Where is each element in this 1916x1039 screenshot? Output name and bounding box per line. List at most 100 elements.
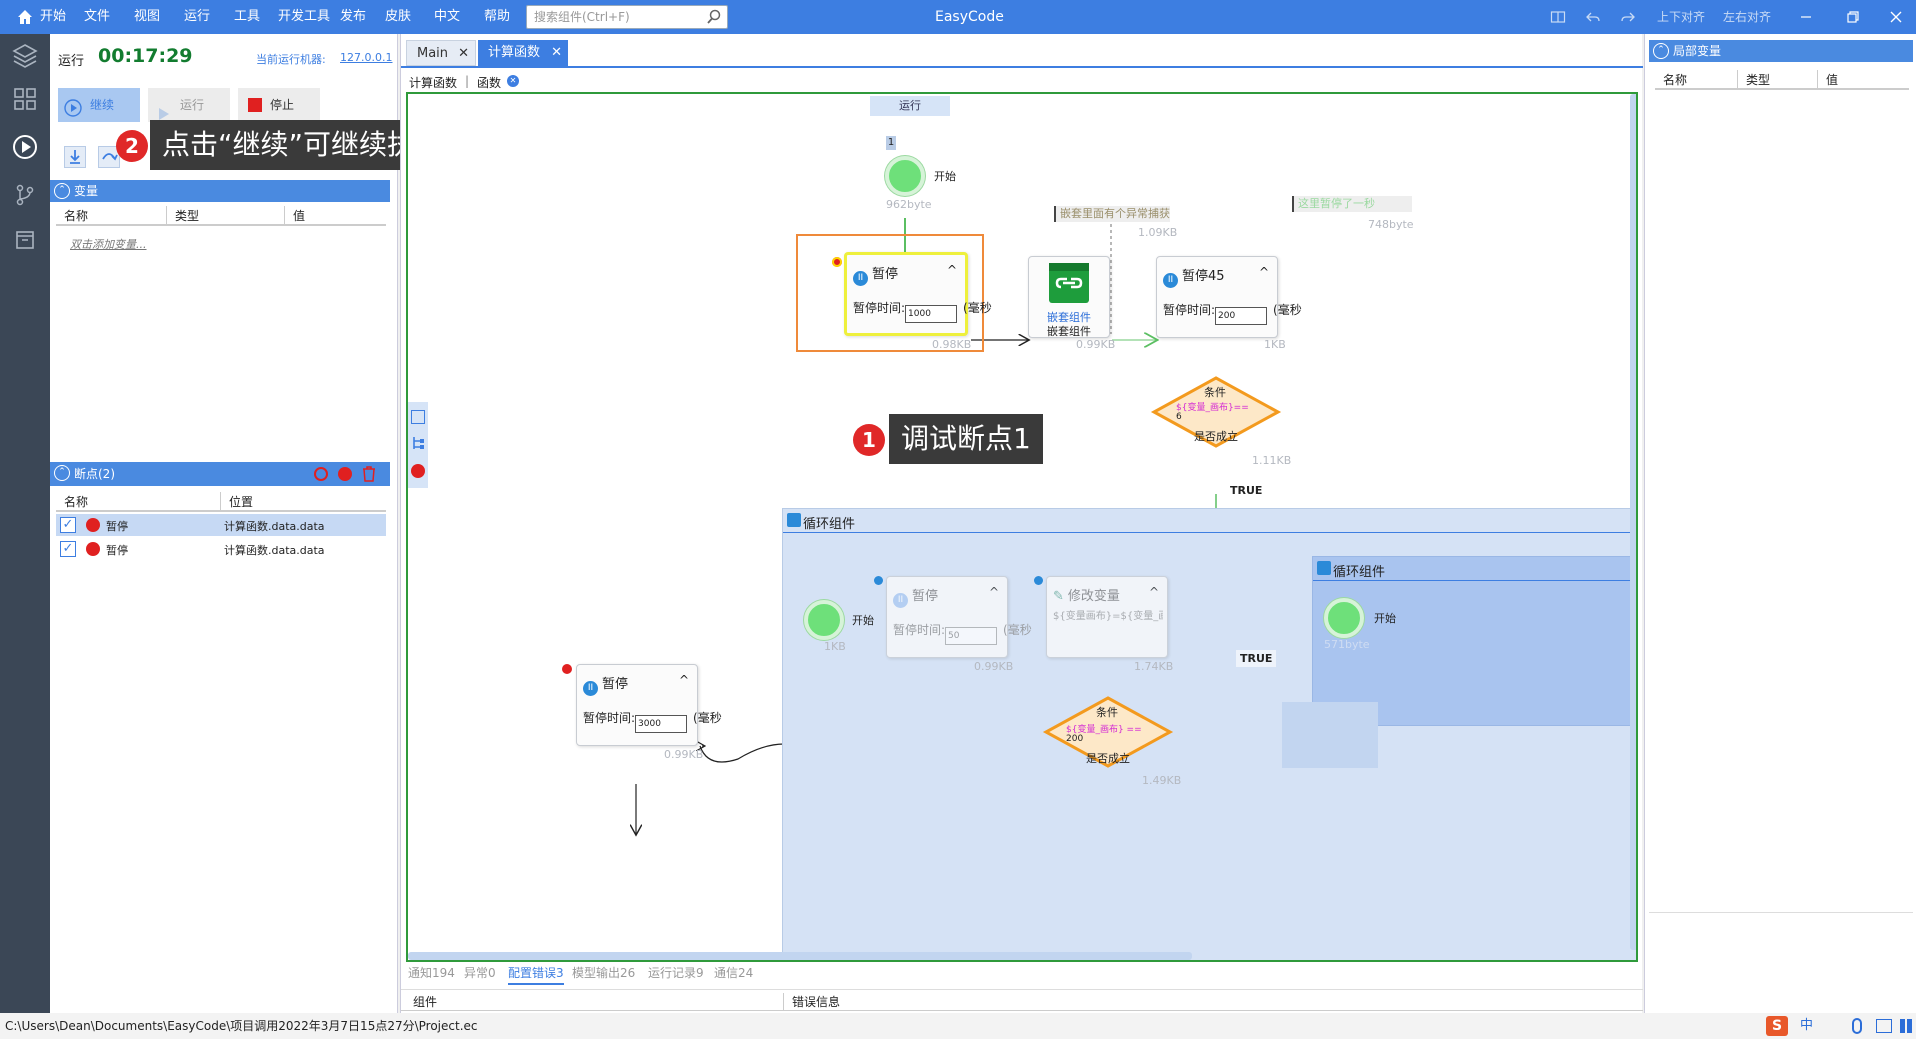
components-grid-icon[interactable] [10, 84, 40, 114]
menu-skin[interactable]: 皮肤 [385, 9, 412, 24]
start-node[interactable] [885, 156, 925, 196]
copy-icon[interactable] [411, 410, 425, 424]
loop-start-node[interactable] [804, 600, 844, 640]
run-debug-icon[interactable] [10, 132, 40, 162]
menu-file[interactable]: 文件 [84, 9, 111, 24]
redo-icon[interactable] [1620, 9, 1636, 25]
run-banner-label: 运行 [899, 99, 921, 112]
condition-node-1[interactable] [1150, 374, 1282, 450]
menu-tools[interactable]: 工具 [234, 9, 261, 24]
breakpoint-dot-icon[interactable] [562, 664, 572, 674]
search-input[interactable]: 搜索组件(Ctrl+F) [526, 5, 728, 29]
branch-icon[interactable] [10, 180, 40, 210]
stop-label: 停止 [270, 98, 295, 112]
condition-node-2[interactable] [1042, 694, 1174, 770]
menu-devtools[interactable]: 开发工具 [278, 9, 331, 24]
tab-model-output[interactable]: 模型输出26 [572, 966, 636, 980]
clear-breakpoint-icon[interactable] [314, 467, 328, 481]
breakpoint-toggle-icon[interactable] [411, 464, 425, 478]
minimize-icon[interactable] [1798, 9, 1814, 25]
stop-button[interactable]: 停止 [238, 88, 320, 122]
undo-icon[interactable] [1585, 9, 1601, 25]
pause-left-time-input[interactable]: 3000 [635, 715, 688, 733]
locals-scroll-track[interactable] [1649, 912, 1913, 922]
collapse-icon[interactable]: ^ [1258, 265, 1269, 279]
loop-pause-size: 0.99KB [974, 660, 1014, 673]
menu-language[interactable]: 中文 [434, 9, 461, 24]
tab-exceptions[interactable]: 异常0 [464, 966, 496, 980]
menu-run[interactable]: 运行 [184, 9, 211, 24]
tab-config-errors[interactable]: 配置错误3 [508, 964, 564, 985]
variables-section-header[interactable]: ⌃ 变量 [50, 180, 390, 202]
breakpoints-section-header[interactable]: ⌃ 断点(2) [50, 462, 390, 486]
run-button[interactable]: 运行 [148, 88, 230, 122]
book-icon[interactable] [1550, 9, 1566, 25]
enable-breakpoint-icon[interactable] [338, 467, 352, 481]
restore-icon[interactable] [1845, 9, 1861, 25]
pause45-time-input[interactable]: 200 [1215, 307, 1268, 325]
nested-component-node[interactable]: 嵌套组件 嵌套组件 [1028, 256, 1110, 338]
keyboard-icon[interactable] [1876, 1019, 1892, 1033]
collapse-icon[interactable]: ^ [678, 673, 689, 687]
search-icon[interactable] [706, 9, 722, 25]
align-horizontal-button[interactable]: 左右对齐 [1723, 10, 1772, 24]
subtab-function[interactable]: 函数 [477, 76, 502, 90]
horizontal-scrollbar[interactable] [408, 952, 1192, 960]
modify-variable-node[interactable]: ✎修改变量 ^ ${变量画布}=${变量_画 [1046, 576, 1168, 658]
breakpoint-row[interactable]: ✓ 暂停 计算函数.data.data [56, 514, 386, 536]
collapse-icon[interactable]: ^ [1148, 585, 1159, 599]
tree-icon[interactable] [411, 436, 425, 450]
inner-loop-start-node[interactable] [1324, 598, 1364, 638]
tab-notifications[interactable]: 通知194 [408, 966, 455, 980]
menu-view[interactable]: 视图 [134, 9, 161, 24]
tab-calc-function[interactable]: 计算函数 ✕ [478, 40, 568, 66]
menu-help[interactable]: 帮助 [484, 9, 511, 24]
checkbox-checked[interactable]: ✓ [60, 517, 76, 533]
loop-pause-time-input[interactable]: 50 [945, 627, 998, 645]
ime-logo-icon[interactable]: S [1766, 1016, 1788, 1036]
collapse-icon[interactable]: ^ [946, 263, 957, 277]
menu-start[interactable]: 开始 [40, 9, 67, 24]
pause-size: 0.98KB [932, 338, 972, 351]
package-icon[interactable] [10, 224, 40, 254]
subtab-calc-function[interactable]: 计算函数 [409, 76, 458, 90]
pause-time-input[interactable]: 1000 [905, 305, 958, 323]
delete-icon[interactable] [362, 466, 376, 482]
grid-icon[interactable] [1900, 1019, 1914, 1033]
close-subtab-icon[interactable]: ✕ [507, 75, 519, 87]
tab-communication[interactable]: 通信24 [714, 966, 754, 980]
layers-icon[interactable] [10, 40, 40, 70]
home-icon[interactable] [16, 8, 34, 26]
vertical-scrollbar[interactable] [1630, 94, 1636, 950]
breakpoint-row[interactable]: ✓ 暂停 计算函数.data.data [56, 538, 386, 560]
loop-icon [1317, 561, 1331, 575]
close-tab-icon[interactable]: ✕ [551, 45, 562, 60]
tab-run-log[interactable]: 运行记录9 [648, 966, 704, 980]
machine-ip-link[interactable]: 127.0.0.1 [340, 51, 393, 64]
tab-main[interactable]: Main ✕ [406, 40, 476, 66]
link-icon [1049, 263, 1089, 303]
minimap[interactable] [1282, 702, 1378, 768]
mic-icon[interactable] [1852, 1018, 1862, 1034]
close-tab-icon[interactable]: ✕ [458, 46, 469, 61]
collapse-icon[interactable]: ^ [988, 585, 999, 599]
close-icon[interactable] [1888, 9, 1904, 25]
inner-loop-container[interactable]: 循环组件 [1312, 556, 1636, 726]
menu-publish[interactable]: 发布 [340, 9, 367, 24]
step-over-icon[interactable] [98, 146, 120, 168]
continue-button[interactable]: 继续 [58, 88, 140, 122]
nested-note-text: 嵌套里面有个异常捕获 [1060, 207, 1170, 220]
status-bar: C:\Users\Dean\Documents\EasyCode\项目调用202… [0, 1013, 1916, 1039]
step-into-icon[interactable] [64, 146, 86, 168]
checkbox-checked[interactable]: ✓ [60, 541, 76, 557]
ime-mode[interactable]: 中 [1800, 1018, 1814, 1033]
align-vertical-button[interactable]: 上下对齐 [1657, 10, 1706, 24]
locals-section-header[interactable]: ⌃ 局部变量 [1649, 40, 1913, 62]
add-variable-hint[interactable]: 双击添加变量... [70, 238, 147, 251]
pause-icon: II [583, 681, 598, 696]
